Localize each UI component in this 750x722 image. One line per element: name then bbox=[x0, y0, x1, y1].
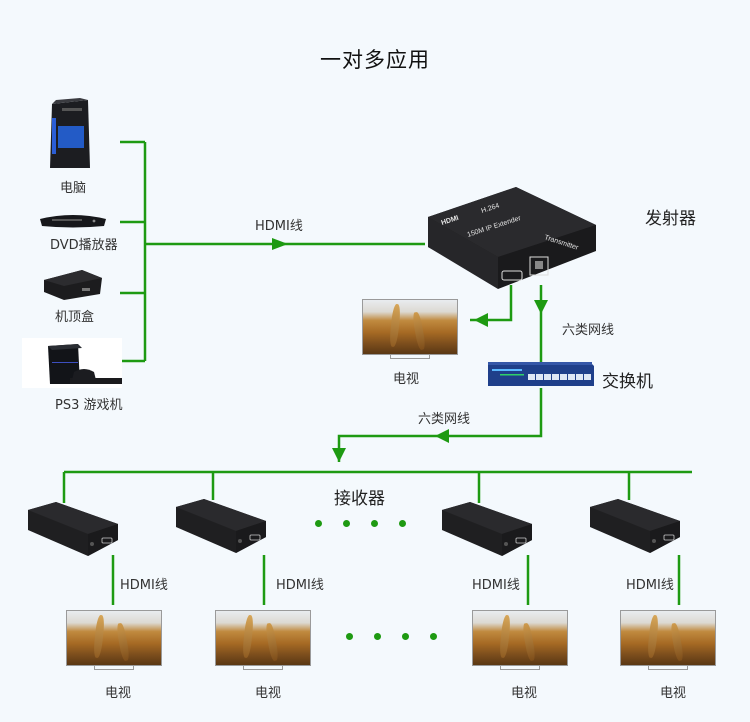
receivers-label: 接收器 bbox=[334, 489, 385, 509]
link-label-rx1: HDMI线 bbox=[120, 578, 168, 593]
network-switch bbox=[486, 360, 596, 388]
arrow-left-icon bbox=[435, 429, 449, 443]
tv-screen bbox=[472, 610, 568, 666]
receiver-tv bbox=[66, 610, 162, 672]
ellipsis-dot bbox=[374, 633, 381, 640]
ellipsis-dot bbox=[346, 633, 353, 640]
set-top-box-icon bbox=[44, 270, 102, 300]
receiver-tv bbox=[472, 610, 568, 672]
receiver-box-icon bbox=[176, 499, 266, 553]
source-pc bbox=[40, 98, 100, 170]
receiver-box-icon bbox=[442, 502, 532, 556]
receiver-tv bbox=[620, 610, 716, 672]
link-label-rx4: HDMI线 bbox=[626, 578, 674, 593]
tv-label-rx2: 电视 bbox=[255, 686, 282, 701]
source-label-pc: 电脑 bbox=[60, 181, 87, 196]
source-label-dvd: DVD播放器 bbox=[50, 238, 118, 253]
source-stb bbox=[42, 268, 102, 302]
tv-screen bbox=[620, 610, 716, 666]
ellipsis-dot bbox=[371, 520, 378, 527]
tv-label-rx3: 电视 bbox=[511, 686, 538, 701]
local-tv-label: 电视 bbox=[393, 372, 420, 387]
tv-stand bbox=[94, 666, 134, 670]
tv-screen bbox=[66, 610, 162, 666]
receiver-box-icon bbox=[590, 499, 680, 553]
link-label-tx-switch: 六类网线 bbox=[562, 323, 615, 338]
receiver-device bbox=[440, 500, 532, 556]
source-dvd bbox=[38, 213, 108, 229]
transmitter-device: HDMI H.264 150M IP Extender Transmitter bbox=[420, 185, 598, 297]
tv-screen bbox=[215, 610, 311, 666]
tv-label-rx1: 电视 bbox=[105, 686, 132, 701]
tv-screen bbox=[362, 299, 458, 355]
dvd-player-icon bbox=[40, 215, 106, 228]
link-label-rx3: HDMI线 bbox=[472, 578, 520, 593]
source-console bbox=[22, 338, 130, 388]
transmitter-label: 发射器 bbox=[645, 209, 696, 229]
arrow-down-icon bbox=[332, 448, 346, 462]
arrow-down-icon bbox=[534, 300, 548, 314]
receiver-tv bbox=[215, 610, 311, 672]
ellipsis-dot bbox=[399, 520, 406, 527]
receiver-device bbox=[26, 500, 118, 556]
switch-icon bbox=[488, 362, 594, 386]
tv-stand bbox=[500, 666, 540, 670]
diagram-title: 一对多应用 bbox=[320, 48, 430, 72]
link-label-rx2: HDMI线 bbox=[276, 578, 324, 593]
receiver-box-icon bbox=[28, 502, 118, 556]
link-label-switch-rx: 六类网线 bbox=[418, 412, 471, 427]
tv-label-rx4: 电视 bbox=[660, 686, 687, 701]
ellipsis-dot bbox=[430, 633, 437, 640]
switch-label: 交换机 bbox=[602, 372, 653, 392]
link-label-hdmi-source: HDMI线 bbox=[255, 219, 303, 234]
local-tv bbox=[362, 299, 458, 361]
game-console-icon bbox=[48, 344, 130, 384]
tv-stand bbox=[243, 666, 283, 670]
transmitter-box-icon: HDMI H.264 150M IP Extender Transmitter bbox=[428, 187, 596, 289]
ellipsis-dot bbox=[343, 520, 350, 527]
source-label-stb: 机顶盒 bbox=[55, 310, 95, 325]
ellipsis-dot bbox=[315, 520, 322, 527]
arrow-right-icon bbox=[272, 238, 288, 250]
tv-stand bbox=[390, 355, 430, 359]
ellipsis-dot bbox=[402, 633, 409, 640]
tv-stand bbox=[648, 666, 688, 670]
arrow-left-icon bbox=[474, 313, 488, 327]
receiver-device bbox=[174, 497, 266, 553]
source-label-console: PS3 游戏机 bbox=[55, 398, 123, 413]
receiver-device bbox=[588, 497, 680, 553]
pc-tower-icon bbox=[50, 98, 90, 168]
